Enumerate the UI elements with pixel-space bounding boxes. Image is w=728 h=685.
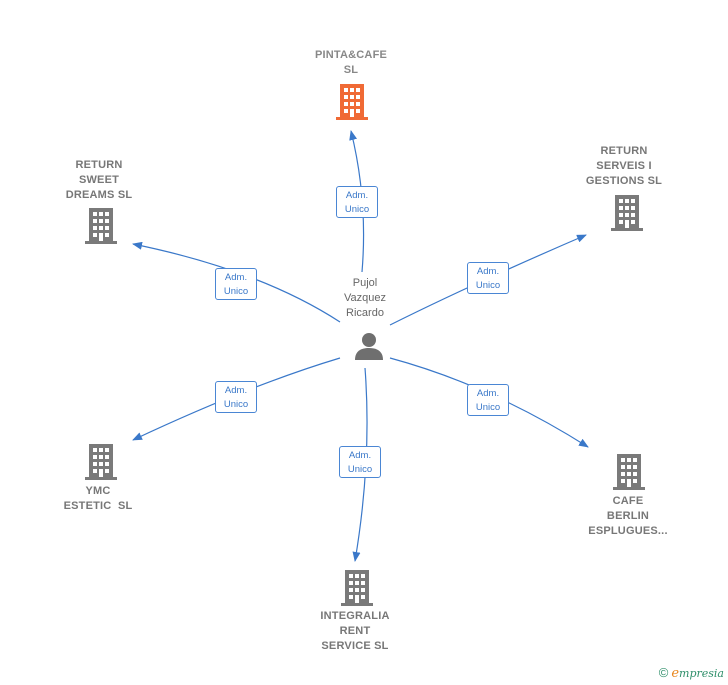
role-badge-integralia[interactable]: Adm. Unico	[339, 446, 381, 478]
company-name-integralia[interactable]: INTEGRALIA RENT SERVICE SL	[320, 610, 390, 652]
person-icon[interactable]	[354, 331, 384, 361]
role-line-1: Adm.	[476, 388, 500, 399]
company-name-pinta-cafe[interactable]: PINTA&CAFE SL	[314, 49, 388, 76]
brand-footer[interactable]: ©empresia	[659, 665, 724, 681]
role-badge-cafe-berlin[interactable]: Adm. Unico	[467, 384, 509, 416]
role-line-1: Adm.	[348, 450, 372, 461]
building-icon[interactable]	[613, 454, 645, 490]
company-name-return-sweet-dreams[interactable]: RETURN SWEET DREAMS SL	[65, 159, 133, 201]
role-line-1: Adm.	[224, 385, 248, 396]
company-name-cafe-berlin[interactable]: CAFE BERLIN ESPLUGUES...	[588, 495, 668, 537]
person-name[interactable]: Pujol Vazquez Ricardo	[344, 277, 386, 319]
company-name-ymc-estetic[interactable]: YMC ESTETIC SL	[63, 485, 133, 512]
building-icon[interactable]	[85, 444, 117, 480]
role-badge-pinta-cafe[interactable]: Adm. Unico	[336, 186, 378, 218]
role-line-2: Unico	[223, 286, 249, 297]
role-badge-return-serveis[interactable]: Adm. Unico	[467, 262, 509, 294]
brand-logo-text: mpresia	[679, 667, 724, 680]
role-badge-return-sweet-dreams[interactable]: Adm. Unico	[215, 268, 257, 300]
role-line-1: Adm.	[224, 272, 248, 283]
copyright-icon: ©	[658, 665, 669, 680]
building-icon[interactable]	[85, 208, 117, 244]
building-icon[interactable]	[341, 570, 373, 606]
role-badge-ymc-estetic[interactable]: Adm. Unico	[215, 381, 257, 413]
building-icon[interactable]	[336, 84, 368, 120]
company-name-return-serveis[interactable]: RETURN SERVEIS I GESTIONS SL	[585, 145, 663, 187]
role-line-2: Unico	[344, 204, 370, 215]
role-line-2: Unico	[475, 402, 501, 413]
role-line-2: Unico	[347, 464, 373, 475]
role-line-1: Adm.	[345, 190, 369, 201]
role-line-1: Adm.	[476, 266, 500, 277]
role-line-2: Unico	[475, 280, 501, 291]
brand-logo-initial: e	[671, 666, 680, 681]
role-line-2: Unico	[223, 399, 249, 410]
building-icon[interactable]	[611, 195, 643, 231]
